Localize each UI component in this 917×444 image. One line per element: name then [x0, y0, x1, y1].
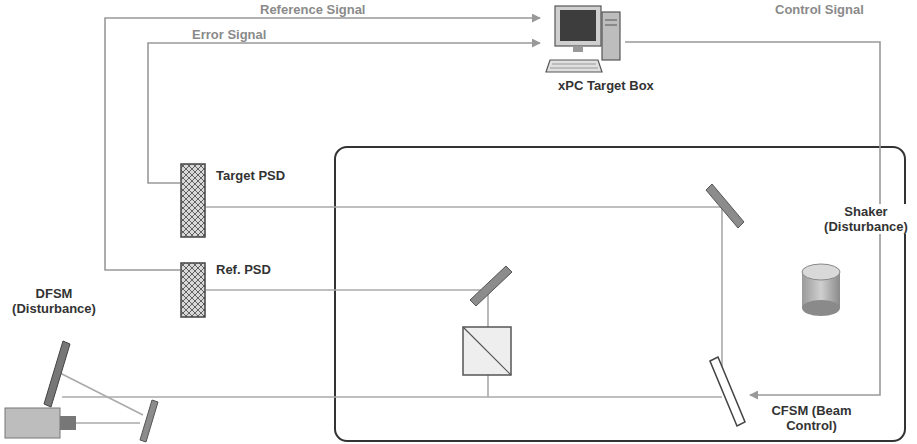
node-label: Ref. PSD: [214, 262, 273, 277]
signal-label: Control Signal: [773, 2, 866, 17]
ref-mirror: [470, 266, 512, 306]
steering-mirror: [140, 400, 158, 442]
signal-line: [105, 18, 540, 270]
mirror-node: DFSM (Disturbance): [40, 338, 72, 408]
mirror-node-outline: [705, 352, 750, 427]
node-label: Target PSD: [214, 168, 287, 183]
node-label: DFSM (Disturbance): [2, 286, 106, 316]
psd-sensor: Ref. PSD: [180, 262, 206, 318]
node-label: CFSM (Beam Control): [752, 403, 871, 433]
mirror-node: CFSM (Beam Control): [705, 352, 750, 427]
signal-label: Reference Signal: [258, 2, 368, 17]
computer-node: xPC Target Box: [540, 2, 625, 74]
psd-sensor: Target PSD: [180, 163, 206, 238]
shaker-node: Shaker (Disturbance): [798, 262, 844, 318]
psd-sensor-outline: [180, 262, 206, 318]
signal-line: [148, 43, 540, 183]
fold-mirror: [706, 184, 744, 228]
node-label: Shaker (Disturbance): [818, 204, 914, 234]
psd-sensor-outline: [180, 163, 206, 238]
signal-label: Error Signal: [190, 27, 268, 42]
shaker-node-outline: [798, 262, 844, 318]
node-label: xPC Target Box: [556, 78, 656, 93]
laser-source: [5, 408, 76, 438]
laser-beams: [58, 207, 722, 423]
beam-splitter-cube: [463, 327, 511, 375]
mirror-node-outline: [40, 338, 72, 408]
computer-node-outline: [540, 2, 625, 74]
